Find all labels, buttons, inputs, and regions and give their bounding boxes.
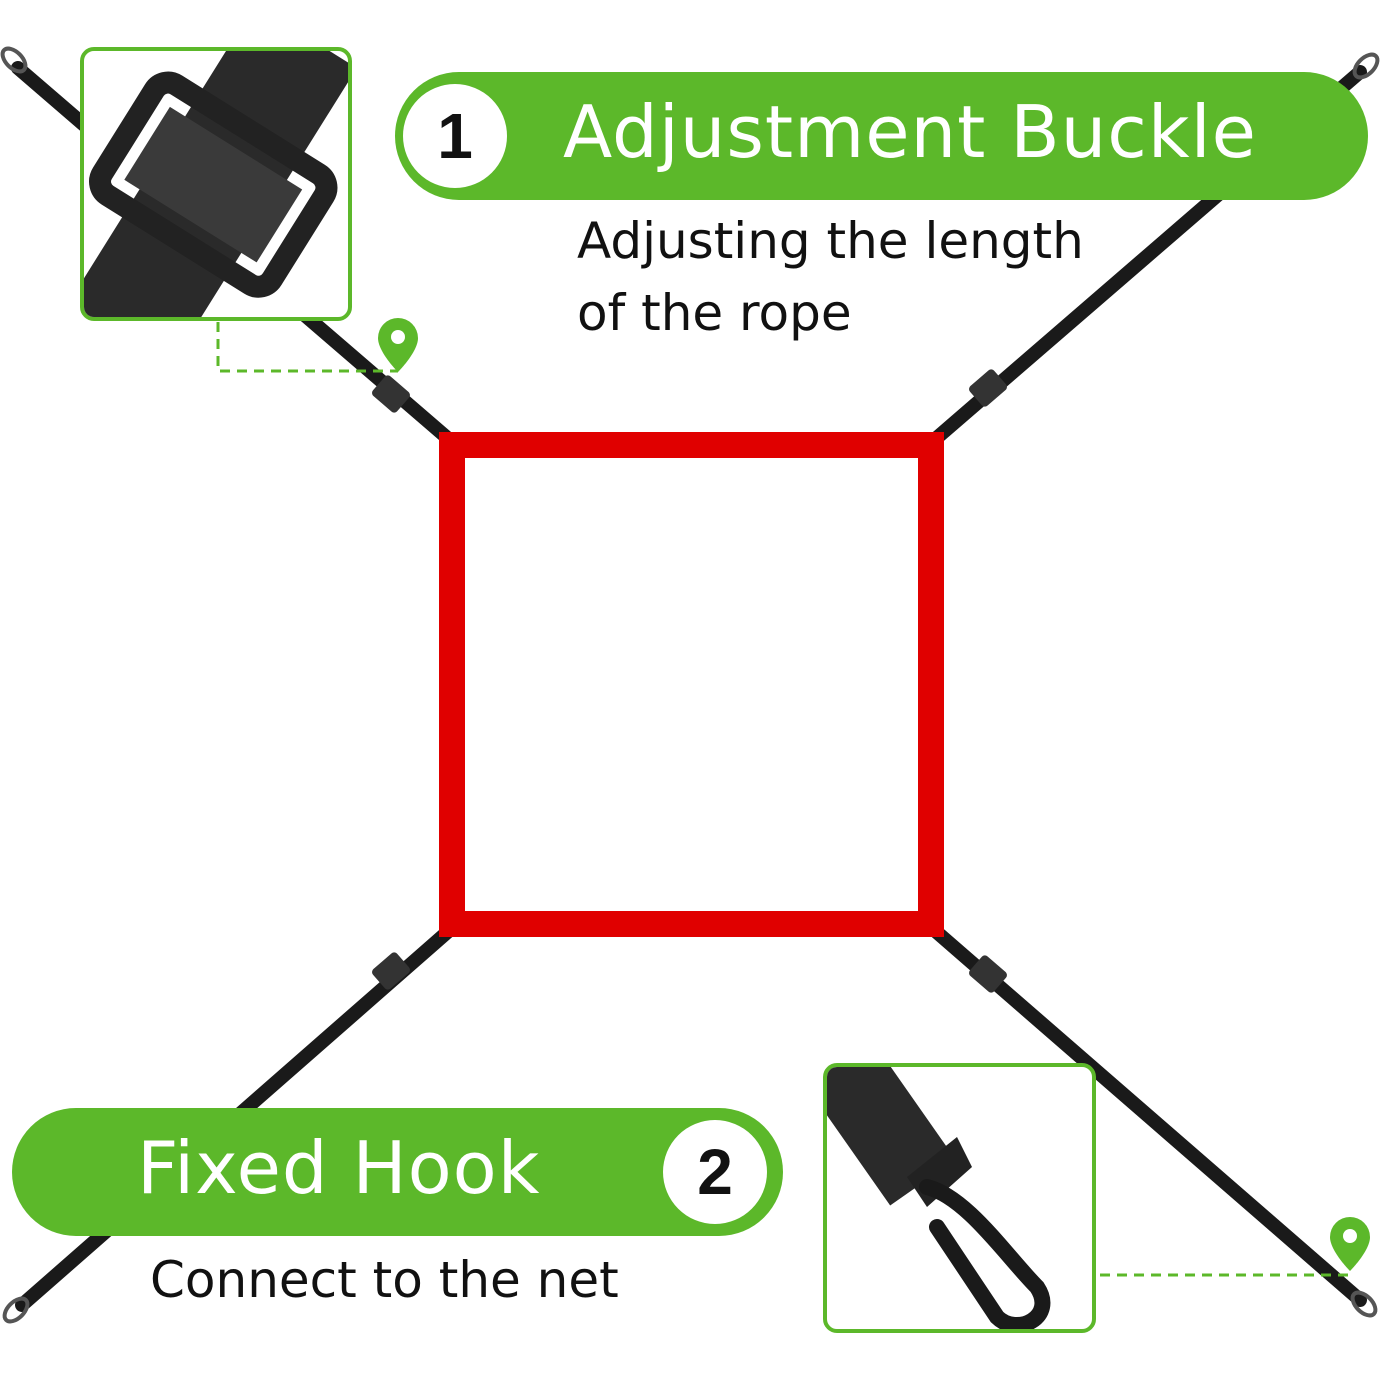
callout-number-badge: 2 — [663, 1120, 767, 1224]
red-square-frame — [439, 432, 944, 937]
callout-title: Adjustment Buckle — [563, 90, 1257, 174]
leader-lines — [216, 322, 1350, 1277]
callout-title: Fixed Hook — [137, 1126, 541, 1210]
callout-banner-adjustment-buckle: 1 Adjustment Buckle — [395, 72, 1368, 200]
buckle-closeup-inset — [80, 47, 352, 321]
location-pin-icon — [1330, 1217, 1370, 1271]
location-pin-icon — [378, 318, 418, 372]
callout-description: Adjusting the length of the rope — [577, 205, 1084, 349]
callout-description: Connect to the net — [150, 1244, 619, 1316]
strap-bottom-right — [925, 921, 1367, 1307]
description-line: Adjusting the length — [577, 212, 1084, 270]
description-line: of the rope — [577, 284, 852, 342]
end-hooks — [0, 46, 1380, 1324]
callout-banner-fixed-hook: Fixed Hook 2 — [12, 1108, 783, 1236]
strap-buckles — [372, 369, 1007, 993]
callout-number-badge: 1 — [403, 84, 507, 188]
hook-closeup-inset — [823, 1063, 1096, 1333]
description-line: Connect to the net — [150, 1251, 619, 1309]
